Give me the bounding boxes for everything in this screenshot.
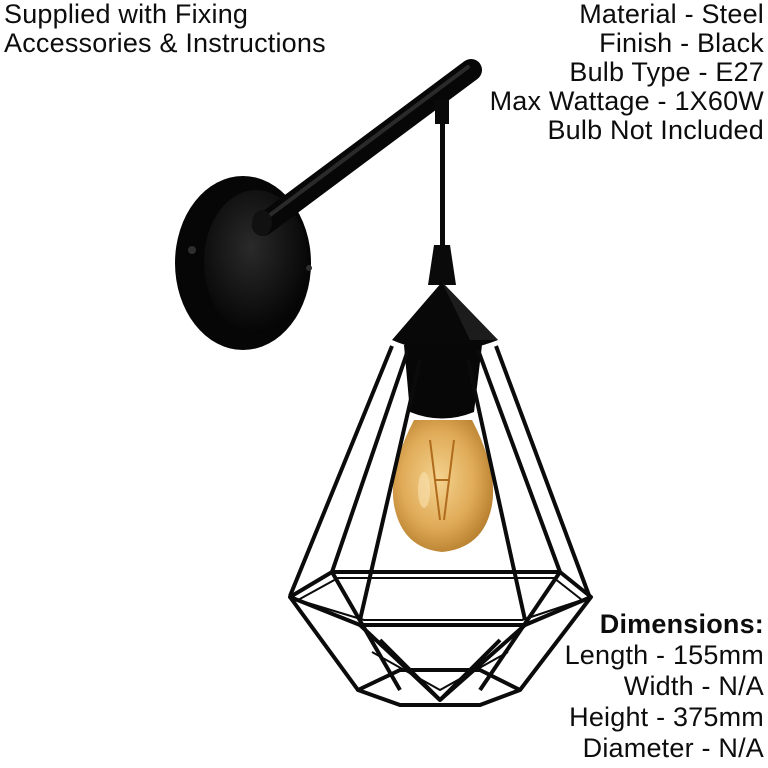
fixing-note-line-2: Accessories & Instructions bbox=[4, 28, 326, 58]
dimensions-heading: Dimensions: bbox=[599, 609, 764, 639]
dimension-height: Height - 375mm bbox=[569, 702, 764, 732]
dimension-diameter: Diameter - N/A bbox=[582, 733, 764, 763]
spec-bulb-type: Bulb Type - E27 bbox=[569, 57, 764, 87]
spec-max-wattage: Max Wattage - 1X60W bbox=[489, 86, 764, 116]
spec-material: Material - Steel bbox=[579, 0, 764, 29]
spec-finish: Finish - Black bbox=[599, 28, 764, 58]
bulb bbox=[392, 420, 494, 552]
fixing-note-line-1: Supplied with Fixing bbox=[4, 0, 249, 29]
lamp-shade-top bbox=[392, 282, 498, 419]
hanging-rod bbox=[428, 100, 456, 285]
dimension-width: Width - N/A bbox=[623, 671, 764, 701]
dimensions-block: Dimensions: Length - 155mm Width - N/A H… bbox=[565, 609, 764, 764]
geometric-wire-cage bbox=[288, 345, 593, 707]
fixing-note: Supplied with Fixing Accessories & Instr… bbox=[4, 0, 326, 58]
dimension-length: Length - 155mm bbox=[564, 640, 764, 670]
spec-bulb-included: Bulb Not Included bbox=[547, 115, 764, 145]
lamp-arm bbox=[252, 59, 482, 236]
spec-list: Material - Steel Finish - Black Bulb Typ… bbox=[490, 0, 764, 145]
